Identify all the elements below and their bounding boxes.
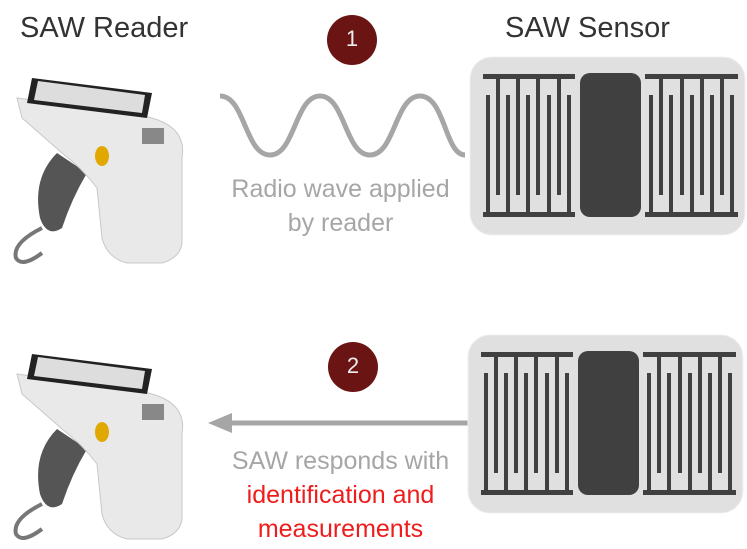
- electrode-bus-top: [645, 74, 738, 79]
- step-number-2: 2: [346, 353, 360, 378]
- electrode-finger: [504, 373, 508, 493]
- electrode-finger: [555, 354, 559, 473]
- radio-wave: [219, 93, 466, 158]
- saw-sensor-1: [469, 56, 746, 236]
- saw-reader-image-2: [13, 352, 185, 541]
- saw-sensor-2: [467, 334, 744, 514]
- step-number-1: 1: [345, 26, 359, 51]
- electrode-finger: [526, 95, 530, 215]
- electrode-finger: [494, 354, 498, 473]
- electrode-bus-top: [481, 352, 573, 357]
- electrode-finger: [545, 373, 549, 493]
- electrode-finger: [710, 95, 714, 215]
- electrode-bus-top: [643, 352, 736, 357]
- electrode-finger: [698, 354, 702, 473]
- step-2-caption: SAW responds with identification and mea…: [218, 444, 463, 546]
- electrode-finger: [667, 373, 671, 493]
- electrode-finger: [708, 373, 712, 493]
- electrode-finger: [728, 373, 732, 493]
- electrode-finger: [718, 354, 722, 473]
- saw-reader-title: SAW Reader: [20, 12, 189, 44]
- caption-line: by reader: [287, 209, 394, 237]
- electrode-finger: [514, 354, 518, 473]
- electrode-finger: [547, 95, 551, 215]
- electrode-finger: [690, 95, 694, 215]
- electrode-finger: [516, 76, 520, 195]
- electrode-finger: [680, 76, 684, 195]
- electrode-finger: [720, 76, 724, 195]
- electrode-finger: [567, 95, 571, 215]
- sensor-reflector: [580, 73, 641, 217]
- caption-highlight: measurements: [257, 515, 424, 543]
- caption-line: Radio wave applied: [231, 175, 450, 203]
- electrode-finger: [647, 373, 651, 493]
- electrode-finger: [486, 95, 490, 215]
- electrode-finger: [536, 76, 540, 195]
- caption-line: SAW responds with: [231, 447, 450, 475]
- electrode-finger: [700, 76, 704, 195]
- electrode-finger: [524, 373, 528, 493]
- electrode-finger: [657, 354, 661, 473]
- electrode-finger: [688, 373, 692, 493]
- response-arrow: [208, 413, 468, 433]
- electrode-finger: [506, 95, 510, 215]
- electrode-bus-top: [483, 74, 575, 79]
- electrode-finger: [659, 76, 663, 195]
- electrode-finger: [730, 95, 734, 215]
- saw-sensor-title: SAW Sensor: [505, 12, 670, 44]
- step-1-caption: Radio wave applied by reader: [218, 172, 463, 240]
- electrode-finger: [678, 354, 682, 473]
- sensor-reflector: [578, 351, 639, 495]
- electrode-finger: [649, 95, 653, 215]
- electrode-finger: [534, 354, 538, 473]
- caption-highlight: identification and: [246, 481, 435, 509]
- electrode-finger: [484, 373, 488, 493]
- step-badge-1: [327, 15, 377, 65]
- electrode-finger: [565, 373, 569, 493]
- electrode-finger: [669, 95, 673, 215]
- saw-reader-image-1: [13, 76, 185, 265]
- electrode-finger: [557, 76, 561, 195]
- step-badge-2: [328, 342, 378, 392]
- electrode-finger: [496, 76, 500, 195]
